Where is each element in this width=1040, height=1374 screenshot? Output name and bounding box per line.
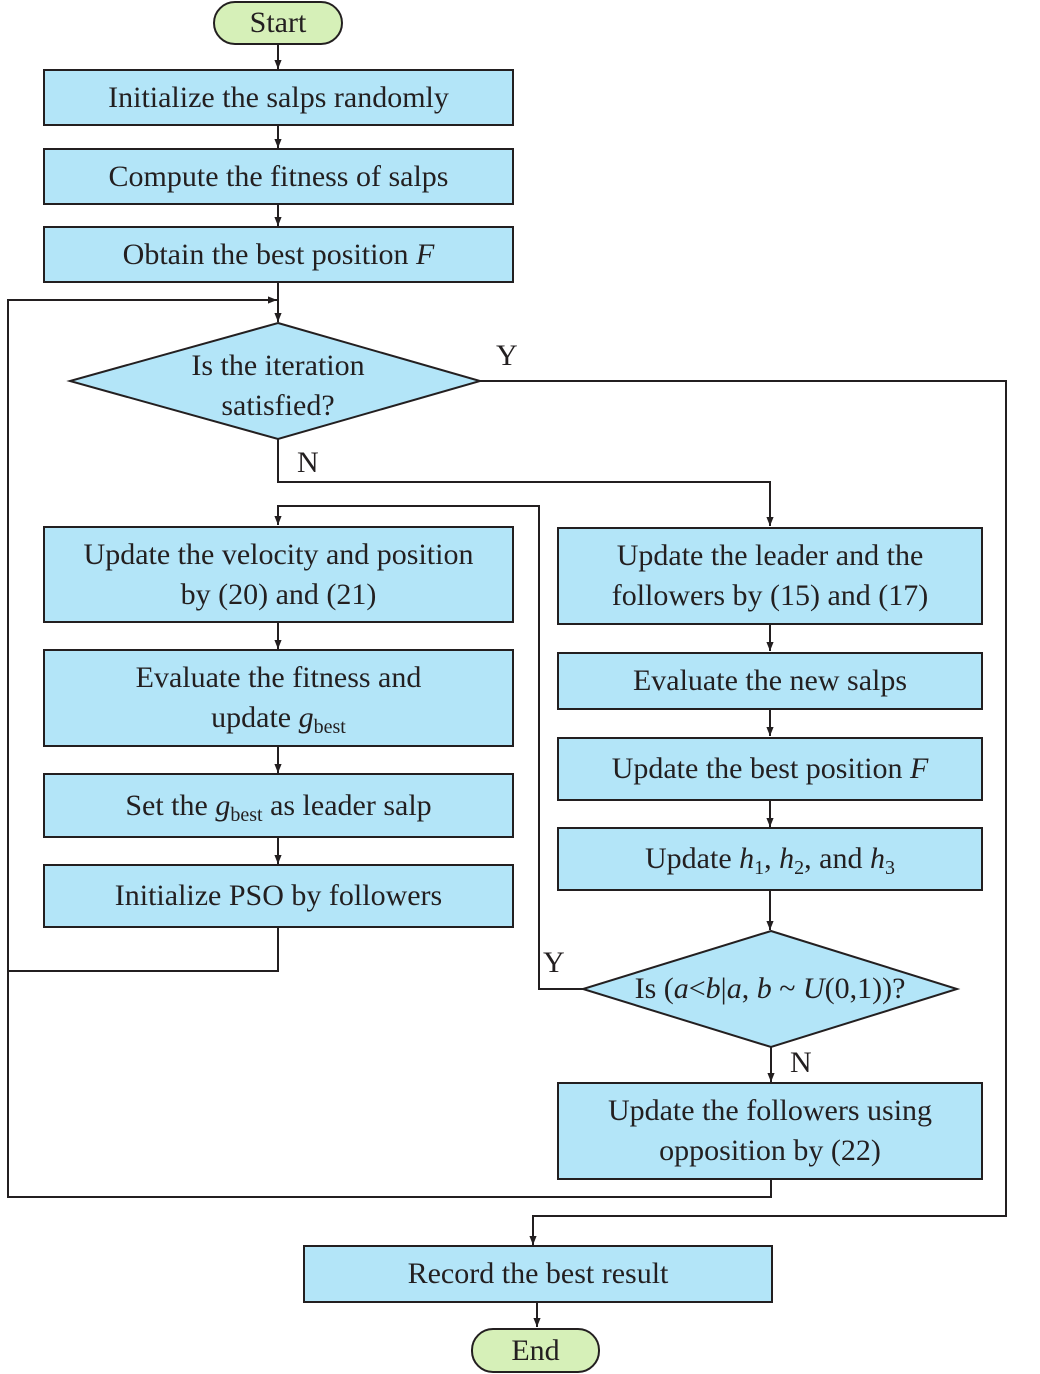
step-update-followers-opposition: Update the followers using opposition by… — [557, 1082, 983, 1180]
label-rand-no: N — [790, 1046, 812, 1079]
step-record-best: Record the best result — [303, 1245, 773, 1303]
arrow-loop-right-branch — [7, 296, 772, 1198]
decision-iteration-text: Is the iteration satisfied? — [191, 349, 365, 422]
end-label: End — [511, 1333, 560, 1367]
step-set-gbest-leader: Set the gbest as leader salp — [43, 773, 514, 838]
arrow-loop-left-branch — [8, 927, 279, 972]
label-iter-no: N — [297, 446, 319, 479]
step-update-leader: Update the leader and the followers by (… — [557, 527, 983, 625]
step-update-h: Update h1, h2, and h3 — [557, 827, 983, 891]
step-evaluate-update-gbest: Evaluate the fitness and update gbest — [43, 649, 514, 747]
end-terminal: End — [471, 1328, 600, 1373]
arrow-iter-yes — [480, 380, 1007, 1245]
step-update-best: Update the best position F — [557, 737, 983, 801]
step-compute-fitness: Compute the fitness of salps — [43, 148, 514, 205]
step-evaluate-new: Evaluate the new salps — [557, 652, 983, 710]
start-terminal: Start — [213, 1, 343, 45]
step-update-velocity: Update the velocity and position by (20)… — [43, 526, 514, 623]
label-rand-yes: Y — [543, 946, 565, 979]
start-label: Start — [249, 6, 307, 39]
step-init-pso: Initialize PSO by followers — [43, 864, 514, 928]
arrow-iter-no — [277, 439, 774, 526]
arrow-rand-yes — [274, 505, 583, 990]
label-iter-yes: Y — [496, 339, 518, 372]
decision-random-text: Is (a<b|a, b ~ U(0,1))? — [634, 972, 906, 1005]
step-obtain-best: Obtain the best position F — [43, 226, 514, 283]
step-init-salps: Initialize the salps randomly — [43, 69, 514, 126]
